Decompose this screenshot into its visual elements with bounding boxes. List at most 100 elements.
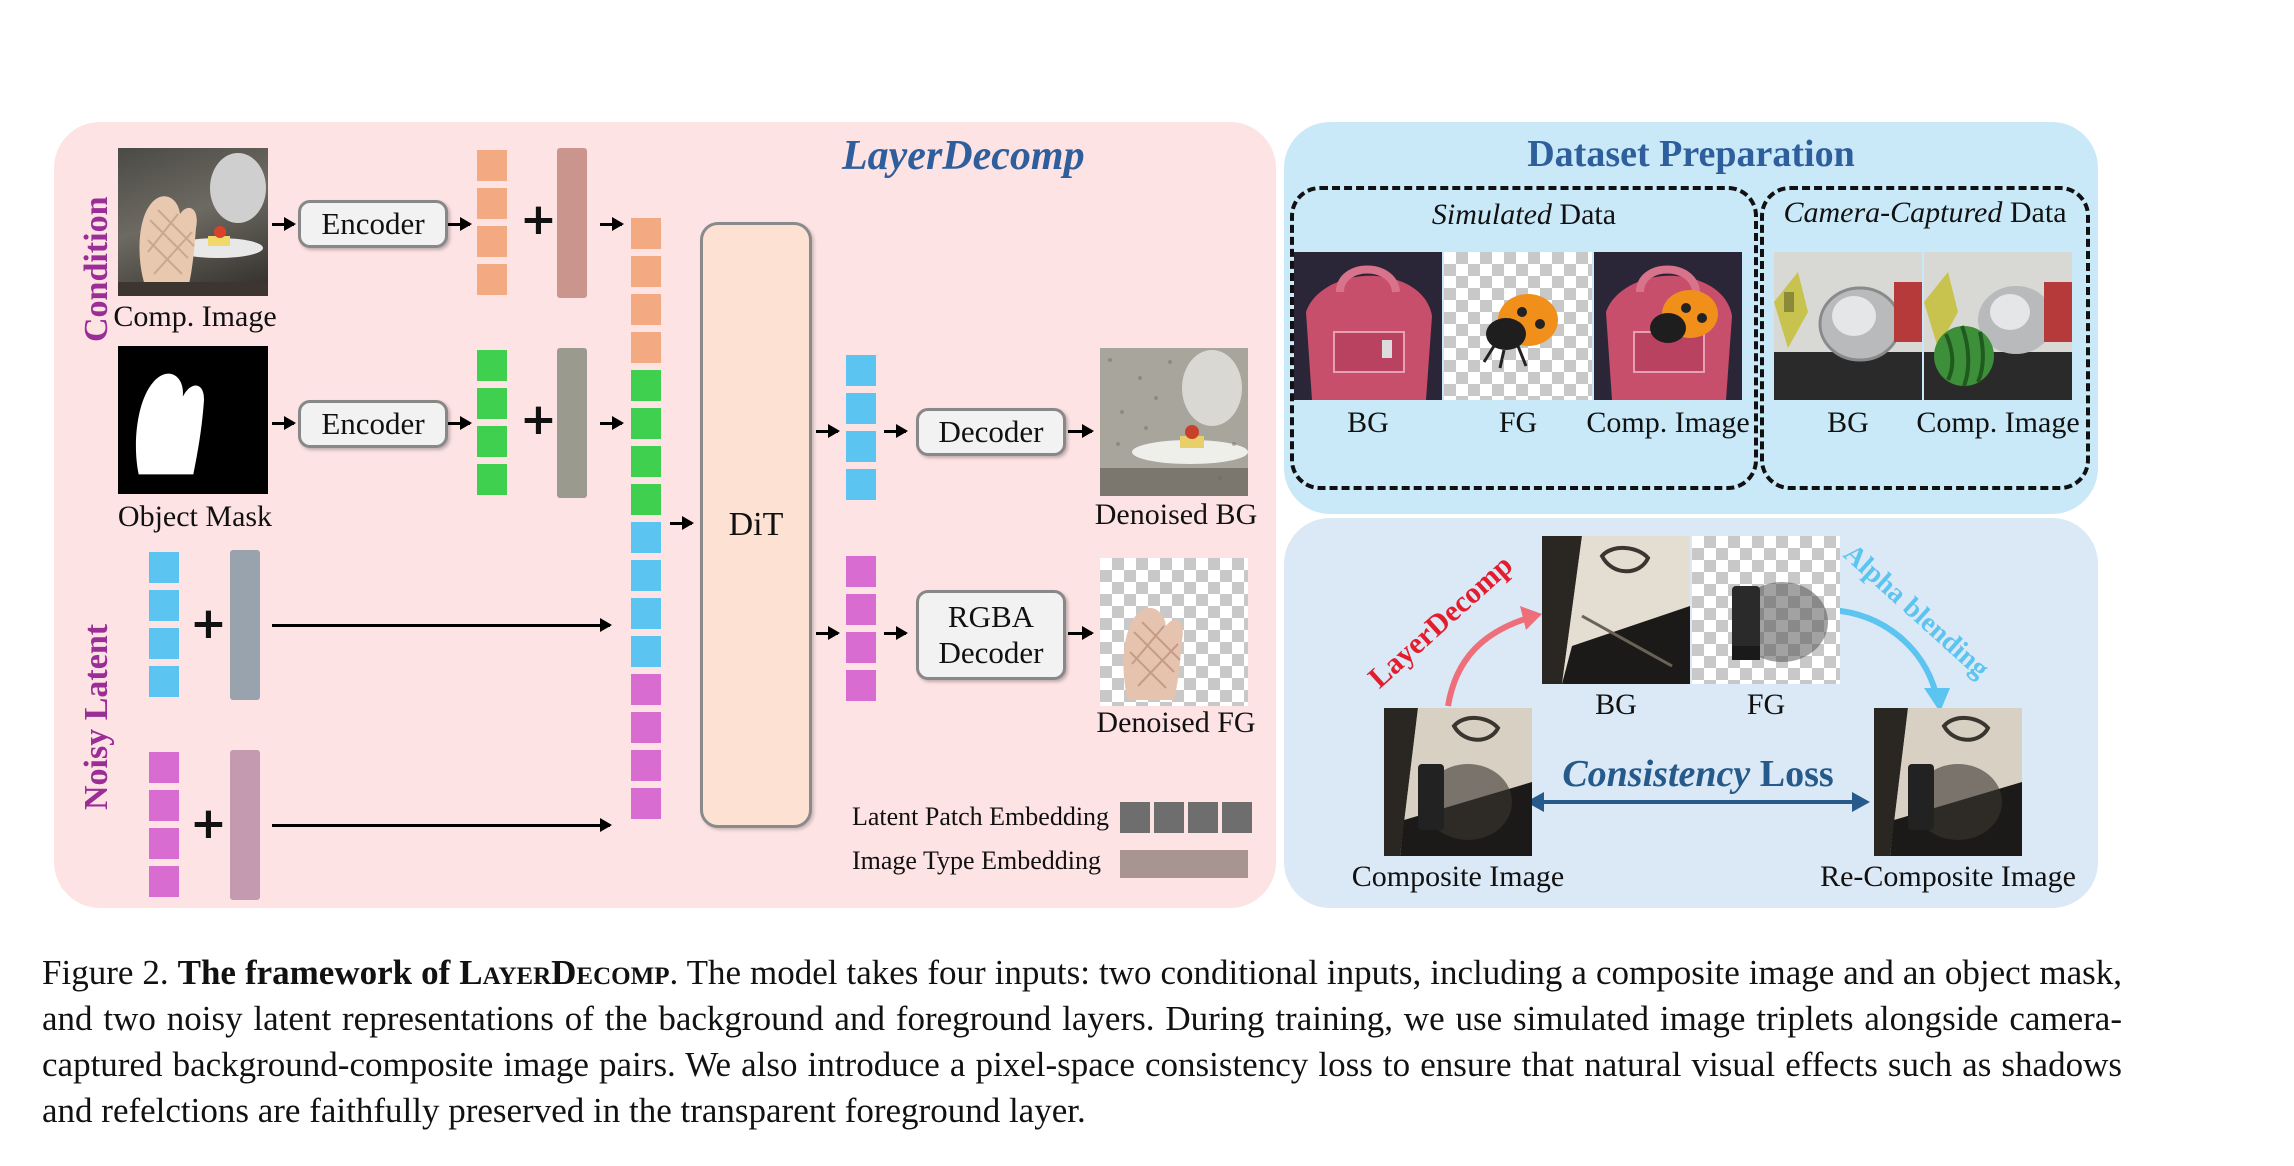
encoder-box-2: Encoder [298, 400, 448, 448]
patch-magenta [846, 632, 876, 663]
composite-image-thumbnail [1384, 708, 1532, 856]
loss-arrows [1445, 606, 1950, 812]
patch-orange [631, 256, 661, 287]
camera-rest: Data [2002, 196, 2067, 229]
patch-green [477, 426, 507, 457]
patch-green [477, 388, 507, 419]
object-mask-label: Object Mask [117, 500, 273, 533]
patch-blue [149, 628, 179, 659]
loss-bg-label: BG [1595, 688, 1637, 721]
caption-prefix: Figure 2. [42, 953, 178, 992]
denoised-bg-thumbnail [1100, 348, 1248, 496]
patch-magenta [846, 670, 876, 701]
dit-label: DiT [728, 506, 784, 543]
patch-blue [846, 393, 876, 424]
caption-after-bold: . [669, 953, 687, 992]
layerdecomp-arrow-head [1520, 606, 1542, 630]
arrow-mask-to-encoder [272, 416, 296, 430]
plus-sign: + [190, 798, 227, 849]
consistency-em: Consistency [1562, 753, 1751, 795]
alpha-blending-curved-arrow [1831, 607, 1939, 695]
arrow-noisy-bg-to-sequence [272, 618, 612, 632]
patch-orange [477, 150, 507, 181]
legend-patch-label: Latent Patch Embedding [852, 802, 1110, 831]
patch-orange [631, 294, 661, 325]
camera-captured-data-title: Camera-Captured Data [1764, 196, 2086, 230]
simulated-comp-thumbnail [1594, 252, 1742, 400]
camera-bg-label: BG [1827, 406, 1869, 439]
dataset-preparation-title: Dataset Preparation [1527, 133, 1855, 175]
comp-image-label: Comp. Image [113, 300, 277, 333]
simulated-rest: Data [1551, 198, 1617, 231]
patch-orange [477, 264, 507, 295]
patch-green [477, 350, 507, 381]
legend-type-bar [1120, 850, 1248, 878]
type-embedding-bar-comp [557, 148, 587, 298]
loss-fg-thumbnail [1692, 536, 1840, 684]
arrow-encoder-to-patches-2 [448, 416, 472, 430]
patch-orange [477, 188, 507, 219]
patch-magenta [846, 556, 876, 587]
decoder-box: Decoder [916, 408, 1066, 456]
patch-blue [149, 590, 179, 621]
legend-patch-square [1154, 802, 1184, 833]
patch-magenta [631, 788, 661, 819]
arrow-decoder-to-bg [1068, 424, 1094, 438]
patch-magenta [149, 866, 179, 897]
arrow-to-sequence-2 [600, 416, 624, 430]
patch-green [631, 408, 661, 439]
patch-blue [149, 552, 179, 583]
patch-green [477, 464, 507, 495]
arrow-dit-to-bg-patches [816, 424, 840, 438]
type-embedding-bar-fg [230, 750, 260, 900]
denoised-fg-thumbnail [1100, 558, 1248, 706]
patch-magenta [631, 750, 661, 781]
caption-bold-start: The framework of [177, 953, 460, 992]
arrow-rgba-decoder-to-fg [1068, 626, 1094, 640]
camera-comp-label: Comp. Image [1916, 406, 2080, 439]
plus-sign: + [190, 598, 227, 649]
caption-bold-smallcaps: LayerDecomp [459, 953, 670, 992]
recomposite-image-thumbnail [1874, 708, 2022, 856]
camera-em: Camera-Captured [1783, 196, 2003, 229]
simulated-fg-thumbnail [1444, 252, 1592, 400]
simulated-comp-label: Comp. Image [1586, 406, 1750, 439]
legend-patch-square [1222, 802, 1252, 833]
patch-green [631, 484, 661, 515]
simulated-em: Simulated [1431, 198, 1552, 231]
camera-comp-thumbnail [1924, 252, 2072, 400]
legend-patch-square [1120, 802, 1150, 833]
arrow-to-sequence-1 [600, 217, 624, 231]
camera-bg-thumbnail [1774, 252, 1922, 400]
patch-blue [846, 469, 876, 500]
consistency-rest: Loss [1750, 753, 1834, 795]
consistency-loss-label: Consistency Loss [1548, 752, 1848, 796]
camera-captured-data-group [1760, 186, 2090, 490]
loss-fg-label: FG [1746, 688, 1786, 721]
patch-green [631, 446, 661, 477]
denoised-bg-label: Denoised BG [1094, 498, 1258, 531]
patch-magenta [631, 712, 661, 743]
legend-patch-square [1188, 802, 1218, 833]
rgba-decoder-line-1: RGBA [947, 599, 1035, 634]
denoised-fg-label: Denoised FG [1096, 706, 1256, 739]
patch-magenta [631, 674, 661, 705]
arrow-noisy-fg-to-sequence [272, 818, 612, 832]
patch-blue [631, 560, 661, 591]
composite-image-label: Composite Image [1351, 860, 1565, 893]
arrow-dit-to-fg-patches [816, 626, 840, 640]
patch-orange [477, 226, 507, 257]
patch-orange [631, 218, 661, 249]
consistency-arrow-head-right [1852, 792, 1870, 812]
comp-image-thumbnail [118, 148, 268, 296]
patch-magenta [149, 790, 179, 821]
legend-type-label: Image Type Embedding [852, 846, 1101, 875]
layerdecomp-title: LayerDecomp [842, 133, 1085, 179]
simulated-fg-label: FG [1498, 406, 1538, 439]
simulated-bg-label: BG [1347, 406, 1389, 439]
plus-sign: + [520, 394, 557, 445]
simulated-data-group [1290, 186, 1758, 490]
object-mask-thumbnail [118, 346, 268, 494]
patch-blue [631, 598, 661, 629]
simulated-bg-thumbnail [1294, 252, 1442, 400]
